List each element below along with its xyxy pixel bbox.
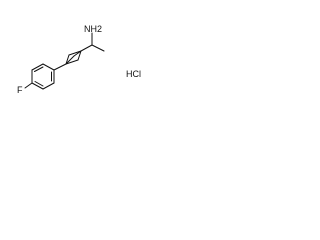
ring-bond-5 <box>42 82 55 90</box>
bond-c-f <box>24 82 33 89</box>
ring-bond-1 <box>42 63 55 71</box>
molecule-structure: NH2 F HCl <box>17 24 141 95</box>
cage-bond-5 <box>68 50 82 56</box>
fluorine-label: F <box>17 85 23 95</box>
cage-bond-2 <box>65 55 75 65</box>
ethylamine-group <box>80 32 105 52</box>
ring-double-bond-1 <box>34 66 44 72</box>
cage-bond-4 <box>65 59 79 65</box>
amine-label: NH2 <box>84 24 102 34</box>
cage-bond-6 <box>65 54 70 65</box>
bond-ch-methyl <box>91 44 105 52</box>
ring-double-bond-2 <box>34 81 44 87</box>
phenyl-ring <box>31 63 55 90</box>
bicyclopentane-cage <box>65 50 82 65</box>
bond-cage-phenyl <box>53 63 67 71</box>
ring-bond-4 <box>31 82 44 90</box>
ring-bond-2 <box>31 63 44 71</box>
cage-bond-3 <box>77 50 82 61</box>
salt-label: HCl <box>126 69 141 79</box>
bond-ch-cage <box>80 44 93 52</box>
